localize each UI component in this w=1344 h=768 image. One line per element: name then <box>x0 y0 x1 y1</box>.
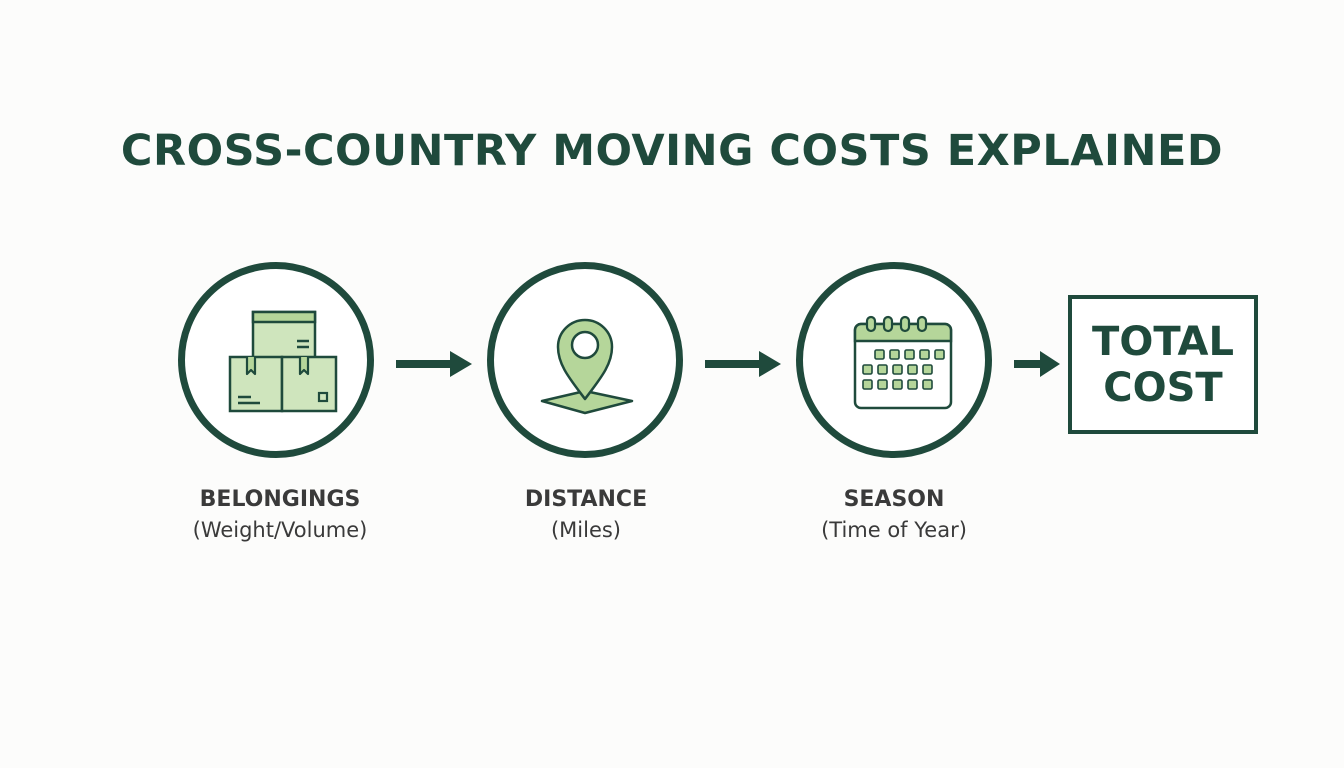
total-cost-box: TOTAL COST <box>1068 295 1258 434</box>
step-subtitle: (Time of Year) <box>821 518 967 542</box>
arrow-right-icon <box>1014 351 1060 377</box>
step-subtitle: (Miles) <box>550 518 622 542</box>
belongings-label: BELONGINGS (Weight/Volume) <box>130 486 430 546</box>
total-cost-line1: TOTAL <box>1092 318 1234 365</box>
arrow-right-icon <box>396 351 472 377</box>
arrow-right-icon <box>705 351 781 377</box>
page-title: CROSS-COUNTRY MOVING COSTS EXPLAINED <box>120 126 1224 176</box>
calendar-icon <box>853 315 953 410</box>
distance-circle <box>487 262 683 458</box>
total-cost-line2: COST <box>1103 364 1223 411</box>
season-label: SEASON (Time of Year) <box>744 486 1044 546</box>
step-subtitle: (Weight/Volume) <box>192 518 368 542</box>
belongings-circle <box>178 262 374 458</box>
distance-label: DISTANCE (Miles) <box>436 486 736 546</box>
step-name: BELONGINGS <box>199 487 361 512</box>
step-name: SEASON <box>843 487 945 512</box>
season-circle <box>796 262 992 458</box>
step-name: DISTANCE <box>524 487 648 512</box>
boxes-icon <box>228 310 338 413</box>
map-pin-icon <box>540 318 634 415</box>
